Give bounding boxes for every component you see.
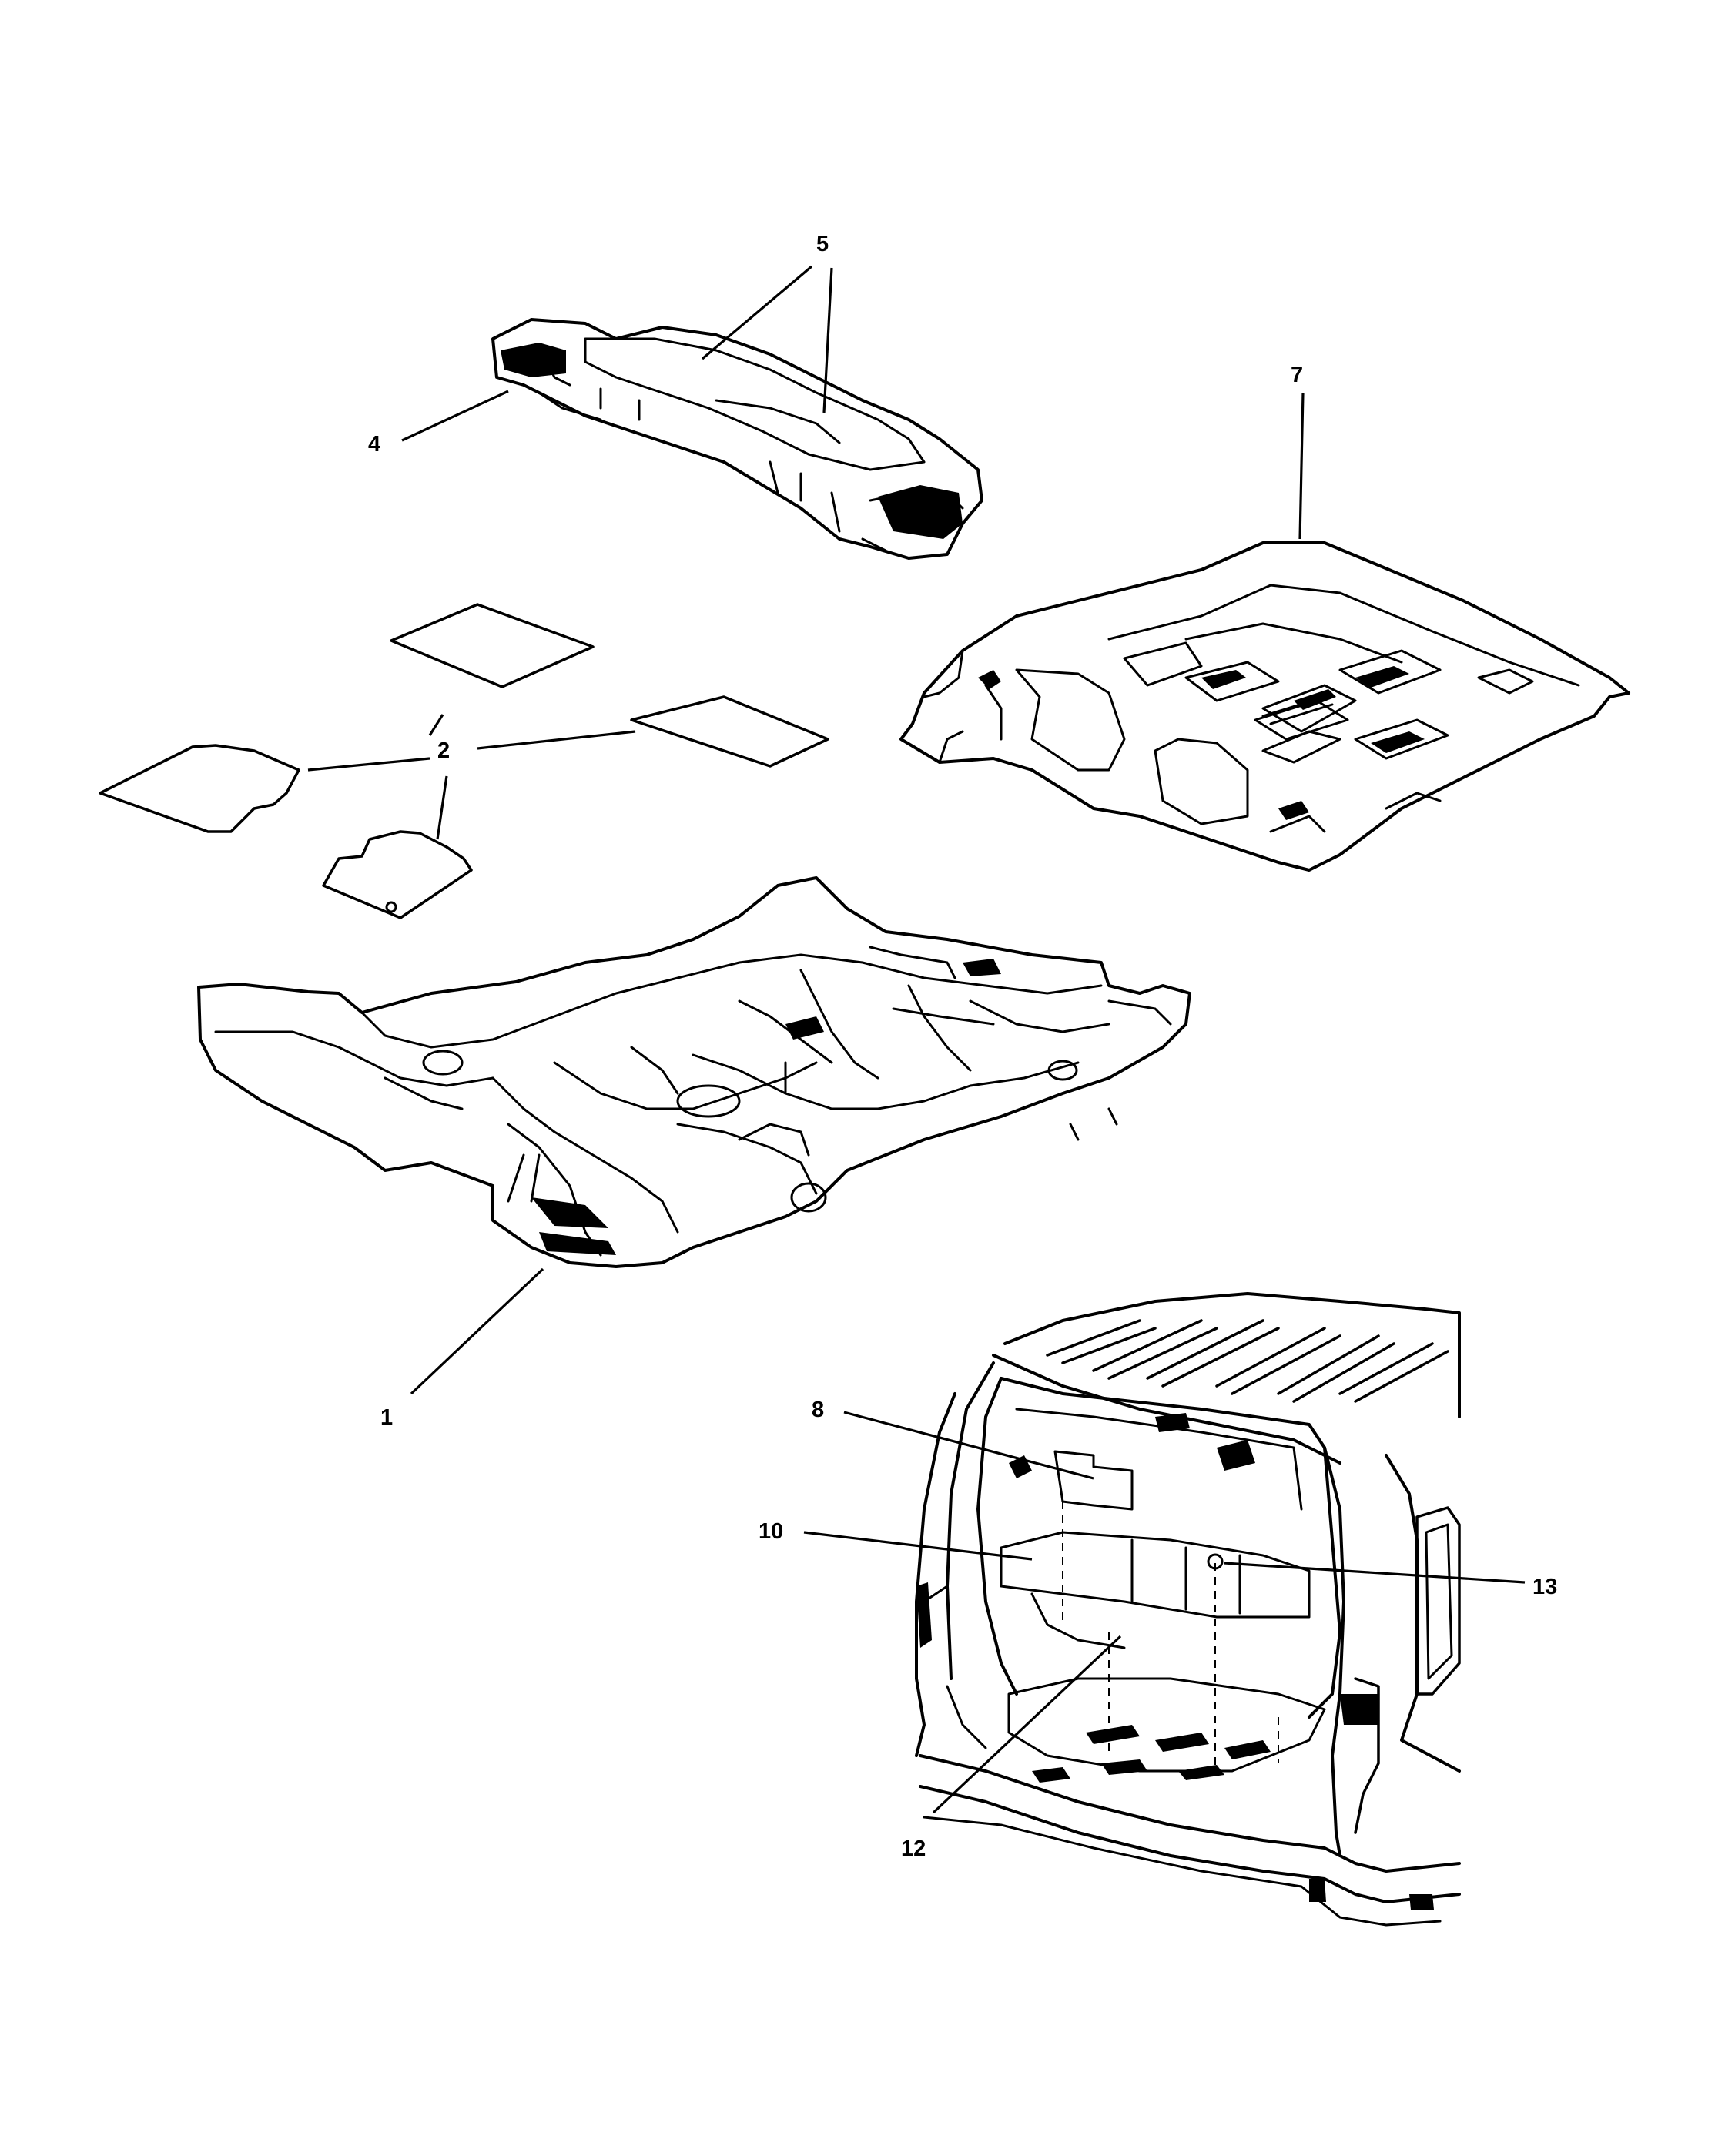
- mat-front-right: [322, 830, 473, 919]
- callout-2: 2: [437, 738, 450, 763]
- leader-2d: [436, 775, 448, 840]
- callout-1: 1: [380, 1405, 393, 1430]
- leader-1: [410, 1267, 544, 1395]
- part-rear-load-floor: [899, 541, 1630, 872]
- part-front-carpet: [197, 876, 1191, 1268]
- panel-10: [1000, 1531, 1311, 1619]
- leader-2c: [477, 730, 636, 750]
- callout-4: 4: [368, 432, 380, 457]
- panel-12: [1007, 1677, 1326, 1773]
- part-rear-crossmember: [491, 318, 983, 560]
- callout-7: 7: [1291, 363, 1303, 387]
- leader-13: [1224, 1562, 1526, 1584]
- callout-10: 10: [759, 1519, 783, 1544]
- leader-4: [401, 390, 509, 442]
- callout-5: 5: [816, 232, 829, 256]
- callout-12: 12: [901, 1836, 926, 1861]
- leader-12: [932, 1635, 1122, 1814]
- leader-2b: [307, 757, 430, 772]
- leader-10: [803, 1531, 1033, 1561]
- part-floor-mats: [99, 603, 829, 919]
- vehicle-rear-view: [915, 1292, 1461, 1927]
- leader-7: [1298, 392, 1305, 540]
- mat-rear-left: [390, 603, 595, 688]
- clip-13: [1207, 1553, 1224, 1570]
- callout-13: 13: [1532, 1575, 1557, 1599]
- leader-5a: [701, 265, 813, 360]
- leader-5b: [822, 267, 833, 413]
- mat-front-left: [99, 744, 300, 833]
- mat-grommet: [385, 901, 397, 913]
- leader-8: [843, 1411, 1094, 1480]
- leader-2a: [428, 714, 444, 736]
- panel-8: [1053, 1450, 1134, 1511]
- mat-rear-right: [630, 695, 829, 768]
- callout-8: 8: [812, 1398, 824, 1422]
